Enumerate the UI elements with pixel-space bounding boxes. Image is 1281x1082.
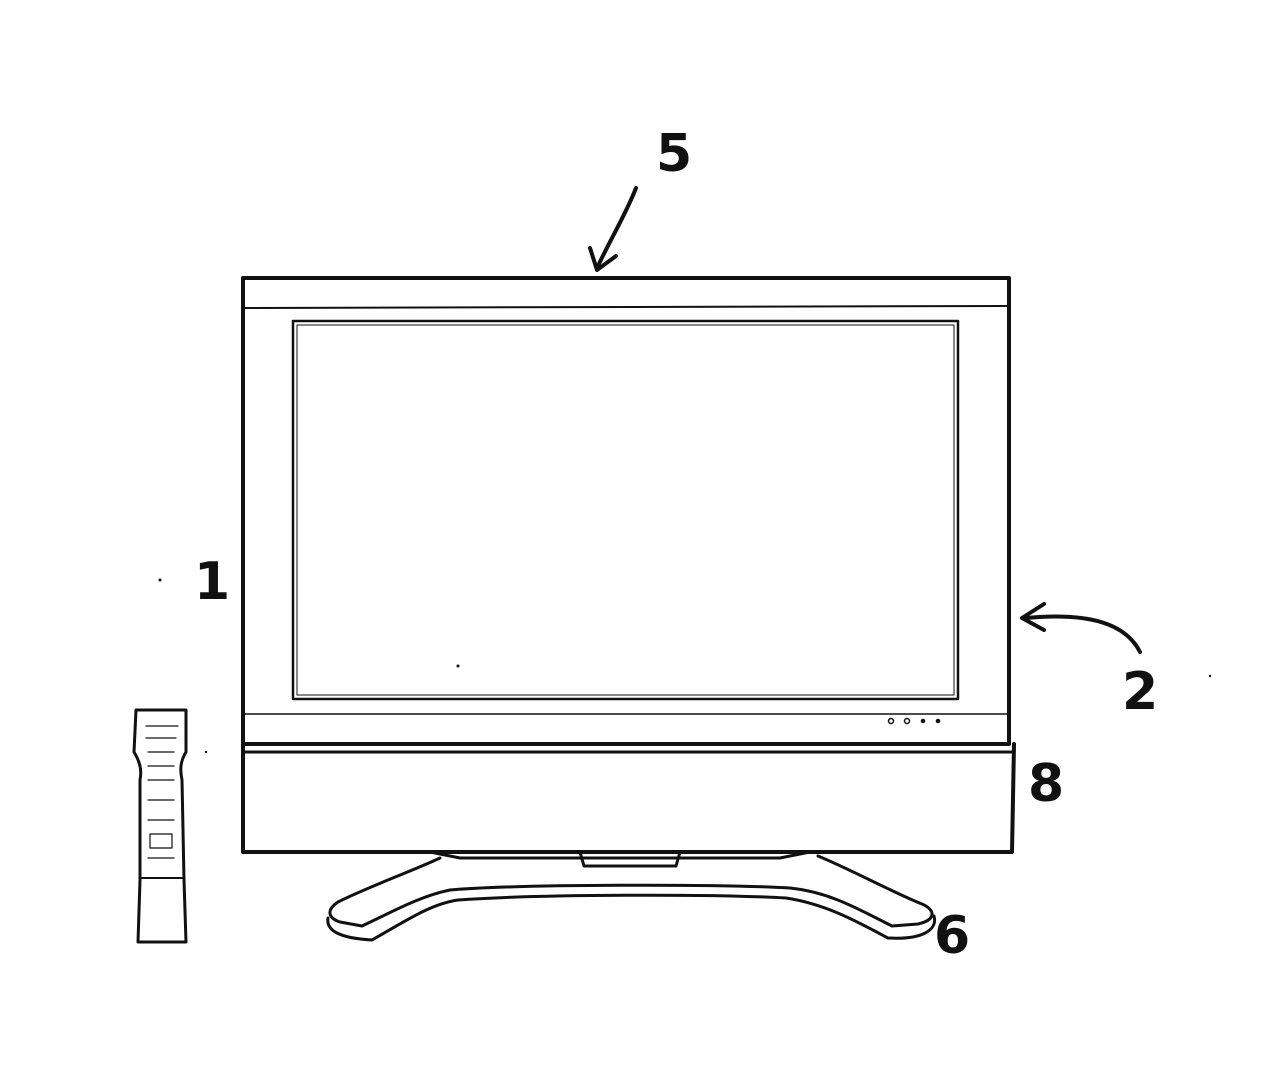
tv-top-edge-line <box>244 305 1008 309</box>
stand <box>326 850 937 942</box>
indicator-light <box>903 717 911 725</box>
remote-button-pad <box>145 725 179 859</box>
tv-screen <box>291 319 960 701</box>
remote-control <box>132 708 188 944</box>
remote-body <box>132 708 188 944</box>
front-indicator-lights <box>887 717 941 725</box>
arrow-to-top-edge <box>596 186 638 268</box>
indicator-light <box>920 718 926 724</box>
tv-outer-frame <box>241 276 1011 746</box>
tv-screen-inner <box>296 324 955 696</box>
arrowhead-top <box>588 246 618 272</box>
reference-numeral-8: 8 <box>1028 754 1065 814</box>
speckle <box>158 578 162 582</box>
reference-numeral-1: 1 <box>194 552 231 612</box>
stand-neck <box>428 850 812 860</box>
arrowhead-side <box>1020 602 1046 632</box>
speckle <box>1208 674 1212 678</box>
reference-numeral-6: 6 <box>934 906 971 966</box>
indicator-light <box>887 717 895 725</box>
remote-dpad <box>149 833 173 849</box>
speckle <box>456 664 460 668</box>
stand-base-top <box>328 854 934 928</box>
speaker-bar <box>241 742 1016 854</box>
speaker-bar-outline <box>241 742 1016 854</box>
indicator-light <box>935 718 941 724</box>
stand-base-bottom <box>326 893 937 942</box>
reference-numeral-5: 5 <box>656 124 693 184</box>
leader-arrows <box>588 186 1142 654</box>
speckle <box>204 750 208 754</box>
scan-speckles <box>158 578 1212 754</box>
stand-hub <box>578 850 682 868</box>
arrow-to-side-edge <box>1024 614 1142 654</box>
tv-housing <box>241 276 1011 746</box>
reference-numeral-2: 2 <box>1122 662 1159 722</box>
